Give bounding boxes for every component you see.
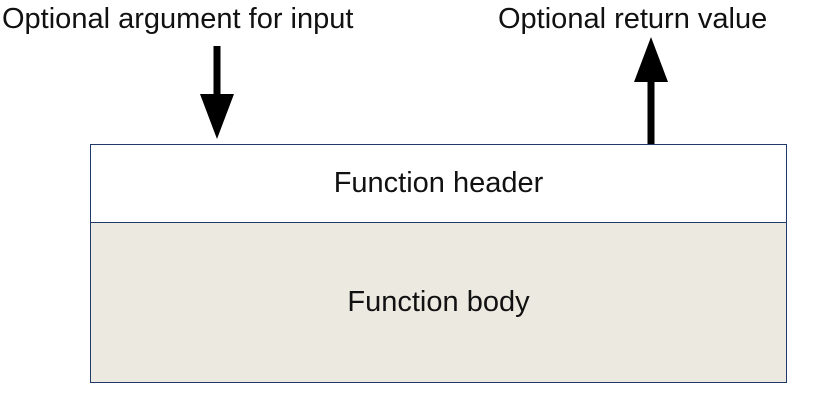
function-body-section: Function body [91, 223, 786, 382]
function-box: Function header Function body [90, 144, 787, 383]
input-argument-label: Optional argument for input [2, 3, 354, 35]
input-arrow [200, 46, 234, 139]
function-header-section: Function header [91, 145, 786, 223]
return-value-label: Optional return value [498, 3, 768, 35]
return-arrow [634, 37, 668, 145]
function-body-label: Function body [347, 286, 530, 318]
function-header-label: Function header [333, 167, 544, 199]
